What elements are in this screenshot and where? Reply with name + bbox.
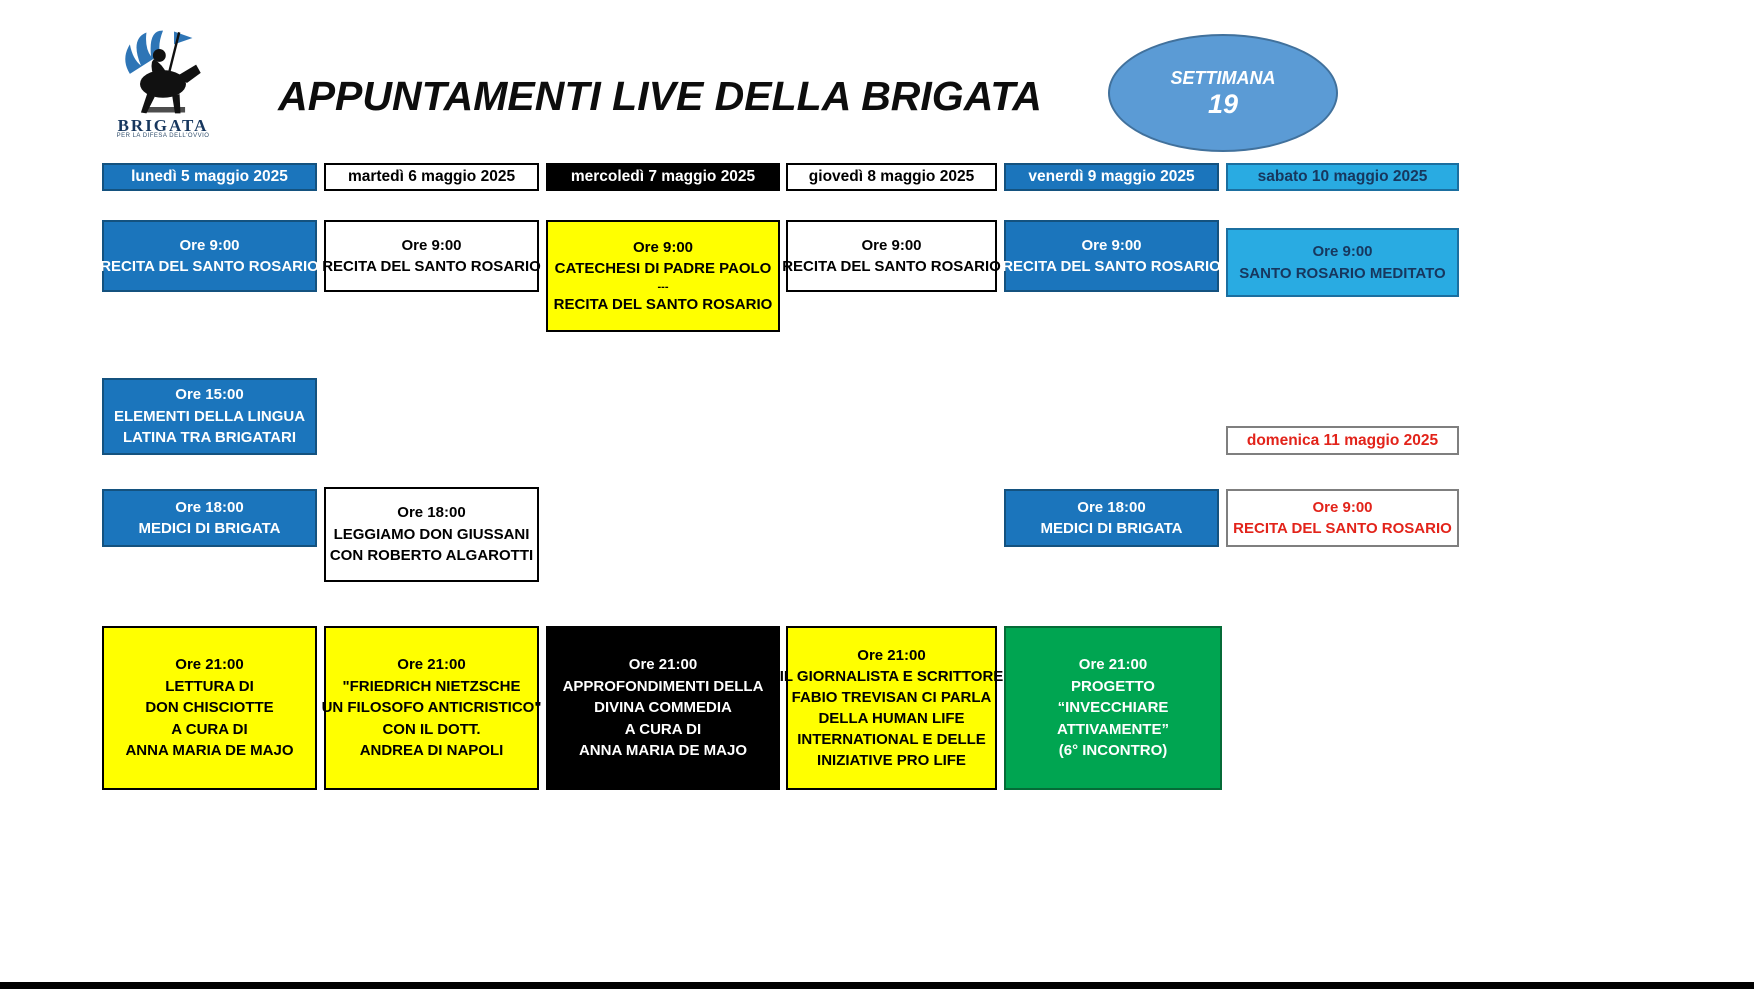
event-time: Ore 9:00: [1312, 243, 1373, 260]
page-title: APPUNTAMENTI LIVE DELLA BRIGATA: [278, 72, 1042, 119]
event-time: Ore 21:00: [397, 656, 466, 674]
event-line: DON CHISCIOTTE: [145, 699, 274, 717]
event-line: ANDREA DI NAPOLI: [359, 742, 504, 760]
day-header-wednesday: mercoledì 7 maggio 2025: [546, 163, 780, 191]
event-line: LETTURA DI: [165, 677, 254, 695]
event-line: LEGGIAMO DON GIUSSANI: [333, 525, 530, 543]
event-time: Ore 18:00: [397, 504, 466, 522]
event-line: ANNA MARIA DE MAJO: [578, 742, 748, 760]
week-badge-number: 19: [1207, 89, 1239, 119]
event-line: MEDICI DI BRIGATA: [138, 520, 281, 537]
event-time: Ore 9:00: [179, 236, 240, 254]
event-line: APPROFONDIMENTI DELLA: [562, 677, 764, 695]
event-line: RECITA DEL SANTO ROSARIO: [1002, 258, 1221, 275]
event-friday-1800: Ore 18:00 MEDICI DI BRIGATA: [1004, 489, 1219, 547]
event-monday-1500: Ore 15:00 ELEMENTI DELLA LINGUA LATINA T…: [102, 378, 317, 455]
event-monday-0900: Ore 9:00 RECITA DEL SANTO ROSARIO: [100, 220, 319, 292]
event-tuesday-0900: Ore 9:00 RECITA DEL SANTO ROSARIO: [322, 220, 541, 292]
event-time: Ore 21:00: [857, 647, 926, 664]
week-badge-label: SETTIMANA: [1170, 68, 1276, 88]
week-badge-oval: [1108, 34, 1338, 152]
event-line: UN FILOSOFO ANTICRISTICO": [321, 699, 542, 717]
event-line: ELEMENTI DELLA LINGUA: [113, 407, 306, 425]
event-separator: ---: [657, 280, 669, 293]
event-time: Ore 9:00: [1312, 498, 1373, 516]
event-line: PROGETTO: [1071, 677, 1155, 695]
event-line: "FRIEDRICH NIETZSCHE: [342, 677, 521, 695]
day-header-tuesday: martedì 6 maggio 2025: [324, 163, 539, 191]
event-line: INIZIATIVE PRO LIFE: [817, 752, 966, 769]
event-line: CATECHESI DI PADRE PAOLO: [554, 260, 772, 278]
event-line: DIVINA COMMEDIA: [594, 699, 732, 717]
event-monday-2100: Ore 21:00 LETTURA DI DON CHISCIOTTE A CU…: [102, 626, 317, 790]
event-time: Ore 9:00: [861, 236, 922, 254]
event-line: ATTIVAMENTE”: [1057, 720, 1169, 738]
event-line: LATINA TRA BRIGATARI: [122, 429, 297, 447]
event-time: Ore 9:00: [1081, 236, 1142, 254]
event-sunday-0900: Ore 9:00 RECITA DEL SANTO ROSARIO: [1226, 489, 1459, 547]
event-saturday-0900: Ore 9:00 SANTO ROSARIO MEDITATO: [1226, 228, 1459, 297]
event-wednesday-2100: Ore 21:00 APPROFONDIMENTI DELLA DIVINA C…: [546, 626, 780, 790]
event-tuesday-1800: Ore 18:00 LEGGIAMO DON GIUSSANI CON ROBE…: [324, 487, 539, 582]
event-time: Ore 9:00: [401, 236, 462, 254]
event-friday-0900: Ore 9:00 RECITA DEL SANTO ROSARIO: [1002, 220, 1221, 292]
day-header-friday: venerdì 9 maggio 2025: [1004, 163, 1219, 191]
event-thursday-2100: Ore 21:00 IL GIORNALISTA E SCRITTORE FAB…: [780, 626, 1003, 790]
event-time: Ore 18:00: [1077, 498, 1146, 516]
day-header-saturday: sabato 10 maggio 2025: [1226, 163, 1459, 191]
event-line: DELLA HUMAN LIFE: [818, 710, 965, 727]
event-time: Ore 21:00: [175, 656, 244, 674]
event-time: Ore 21:00: [628, 656, 698, 674]
event-line: INTERNATIONAL E DELLE: [797, 731, 986, 748]
day-header-monday: lunedì 5 maggio 2025: [102, 163, 317, 191]
event-monday-1800: Ore 18:00 MEDICI DI BRIGATA: [102, 489, 317, 547]
event-line: FABIO TREVISAN CI PARLA: [791, 689, 992, 706]
event-line: SANTO ROSARIO MEDITATO: [1239, 264, 1446, 282]
bottom-divider: [0, 982, 1754, 989]
event-line: “INVECCHIARE: [1057, 699, 1169, 717]
event-line: A CURA DI: [624, 720, 702, 738]
event-tuesday-2100: Ore 21:00 "FRIEDRICH NIETZSCHE UN FILOSO…: [321, 626, 542, 790]
event-time: Ore 18:00: [175, 498, 244, 516]
event-line: RECITA DEL SANTO ROSARIO: [1233, 520, 1452, 537]
event-thursday-0900: Ore 9:00 RECITA DEL SANTO ROSARIO: [782, 220, 1001, 292]
event-line: RECITA DEL SANTO ROSARIO: [322, 258, 541, 275]
event-line: (6° INCONTRO): [1058, 742, 1168, 760]
event-time: Ore 21:00: [1078, 656, 1148, 674]
event-time: Ore 9:00: [632, 238, 694, 256]
event-line: CON ROBERTO ALGAROTTI: [329, 547, 534, 565]
week-badge: SETTIMANA 19: [1108, 34, 1338, 152]
event-line: MEDICI DI BRIGATA: [1040, 520, 1183, 537]
event-time: Ore 15:00: [175, 386, 244, 404]
event-line: CON IL DOTT.: [382, 720, 481, 738]
day-header-sunday: domenica 11 maggio 2025: [1226, 426, 1459, 455]
event-wednesday-0900: Ore 9:00 CATECHESI DI PADRE PAOLO --- RE…: [546, 220, 780, 332]
brigata-logo: BRIGATA PER LA DIFESA DELL'OVVIO: [108, 26, 218, 144]
event-line: A CURA DI: [171, 720, 248, 738]
logo-wordmark: BRIGATA: [117, 116, 209, 135]
logo-tagline: PER LA DIFESA DELL'OVVIO: [116, 133, 210, 139]
event-line: RECITA DEL SANTO ROSARIO: [553, 295, 773, 313]
event-friday-2100: Ore 21:00 PROGETTO “INVECCHIARE ATTIVAME…: [1004, 626, 1222, 790]
event-line: ANNA MARIA DE MAJO: [125, 742, 294, 760]
event-line: RECITA DEL SANTO ROSARIO: [782, 258, 1001, 275]
day-header-thursday: giovedì 8 maggio 2025: [786, 163, 997, 191]
knight-horse-icon: [125, 30, 201, 114]
event-line: IL GIORNALISTA E SCRITTORE: [779, 668, 1004, 685]
event-line: RECITA DEL SANTO ROSARIO: [100, 258, 319, 275]
